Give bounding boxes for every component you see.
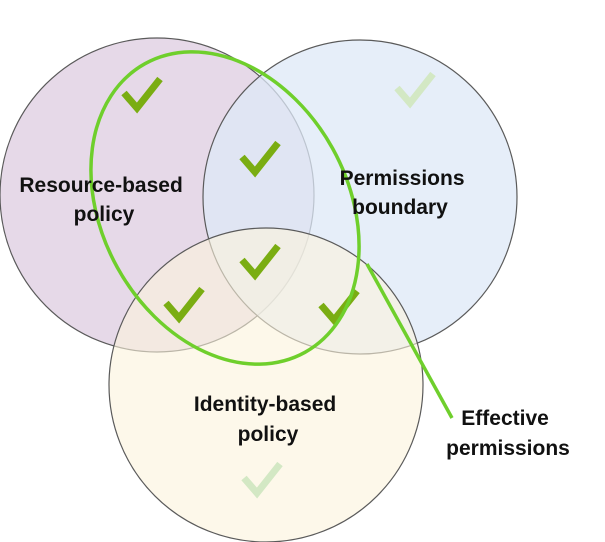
effective-label-line2: permissions (446, 437, 570, 460)
identity-label-line1: Identity-based (194, 393, 336, 416)
resource-label-line2: policy (74, 203, 135, 226)
check-icon (121, 76, 163, 114)
check-icon (241, 461, 283, 499)
check-icon (163, 286, 205, 324)
effective-permissions-leader-line (365, 263, 454, 419)
boundary-label-line2: boundary (352, 196, 448, 219)
effective-label-line1: Effective (461, 407, 549, 430)
identity-based-policy-label: Identity-based policy (194, 393, 342, 446)
resource-label-line1: Resource-based (19, 174, 182, 197)
identity-based-policy-circle (108, 227, 424, 542)
effective-permissions-label: Effective permissions (446, 407, 570, 460)
resource-based-policy-label: Resource-based policy (19, 174, 188, 226)
effective-permissions-outline (89, 50, 361, 366)
permissions-boundary-label: Permissions boundary (340, 167, 471, 219)
identity-label-line2: policy (238, 423, 299, 446)
boundary-label-line1: Permissions (340, 167, 465, 190)
check-icon (394, 71, 436, 109)
check-icon (239, 243, 281, 281)
check-icon (239, 140, 281, 178)
